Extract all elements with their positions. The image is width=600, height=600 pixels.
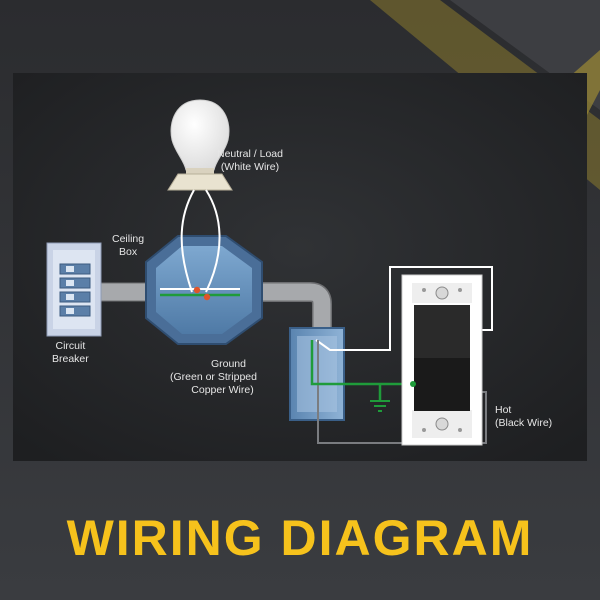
ground-wire	[310, 340, 412, 400]
label-breaker-line2: Breaker	[52, 353, 89, 365]
white-wire-to-switch	[315, 266, 493, 351]
label-hot: Hot (Black Wire)	[495, 404, 552, 430]
page-title: WIRING DIAGRAM	[66, 510, 534, 566]
circuit-breaker	[46, 242, 102, 337]
box-wires	[160, 286, 240, 301]
label-circuit-breaker: Circuit Breaker	[52, 340, 89, 366]
breaker-switch	[59, 263, 91, 317]
label-hot-line1: Hot	[495, 404, 512, 416]
wall-switch	[401, 274, 483, 446]
label-neutral-line2: (White Wire)	[220, 161, 280, 173]
screw-terminal-icon	[435, 417, 449, 431]
light-bulb	[167, 99, 233, 191]
label-neutral-load: Neutral / Load (White Wire)	[217, 148, 283, 174]
wire-connector	[193, 286, 201, 294]
label-ground: Ground (Green or Stripped Copper Wire)	[170, 358, 257, 397]
label-breaker-line1: Circuit	[55, 340, 86, 352]
label-ground-line2: (Green or Stripped	[170, 371, 257, 383]
label-ceiling-line2: Box	[119, 246, 138, 258]
ground-symbol-icon	[370, 400, 390, 412]
white-wires	[180, 189, 221, 293]
label-ceiling-box: Ceiling Box	[112, 233, 144, 259]
label-hot-line2: (Black Wire)	[495, 417, 553, 429]
label-ground-line3: Copper Wire)	[191, 384, 254, 396]
label-neutral-line1: Neutral / Load	[217, 148, 283, 160]
label-ceiling-line1: Ceiling	[112, 233, 145, 245]
label-ground-line1: Ground	[210, 358, 246, 370]
wire-connector	[203, 293, 211, 301]
screw-terminal-icon	[435, 286, 449, 300]
